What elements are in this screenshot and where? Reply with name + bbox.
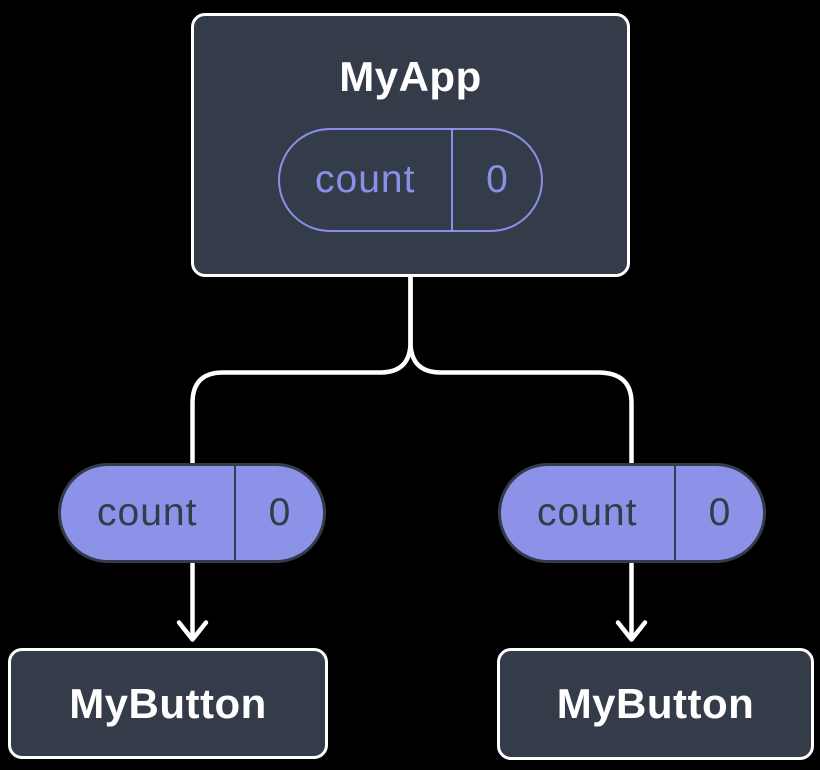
right-prop-pill: count 0 — [498, 463, 766, 563]
left-child-component-node: MyButton — [8, 648, 328, 759]
arrow-down-icon — [176, 620, 209, 642]
pill-divider — [450, 130, 453, 230]
left-prop-pill: count 0 — [58, 463, 326, 563]
child-component-title: MyButton — [69, 679, 267, 727]
state-pill-label: count — [315, 158, 416, 201]
right-child-component-node: MyButton — [497, 648, 814, 760]
child-component-title: MyButton — [556, 680, 755, 727]
root-component-node: MyApp count 0 — [191, 13, 630, 277]
prop-pill-value: 0 — [708, 491, 731, 534]
arrow-down-icon — [615, 620, 648, 642]
pill-divider — [673, 466, 676, 560]
root-state-pill: count 0 — [278, 128, 543, 232]
pill-divider — [233, 466, 236, 560]
prop-pill-label: count — [97, 491, 198, 534]
root-component-title: MyApp — [339, 53, 482, 100]
prop-pill-label: count — [537, 491, 638, 534]
root-to-left-connector — [190, 272, 413, 468]
root-to-right-connector — [408, 272, 634, 468]
state-pill-value: 0 — [486, 158, 508, 201]
prop-pill-value: 0 — [268, 491, 291, 534]
